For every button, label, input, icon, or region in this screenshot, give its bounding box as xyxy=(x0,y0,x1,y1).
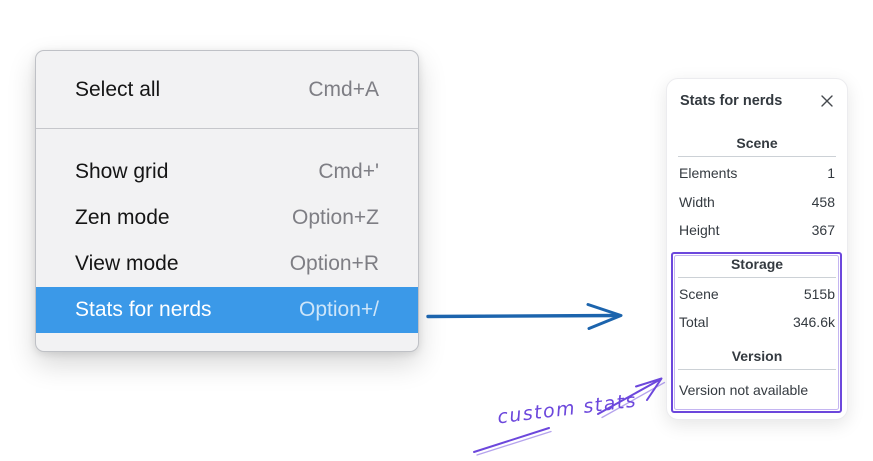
section-title-version: Version xyxy=(731,347,783,364)
menu-item-label: Stats for nerds xyxy=(75,298,212,321)
menu-item-label: Show grid xyxy=(75,160,169,183)
section-divider xyxy=(678,156,836,157)
stat-value: 346.6k xyxy=(792,314,835,331)
stat-row: Scene 515b xyxy=(677,280,837,309)
section-title-storage: Storage xyxy=(730,255,784,272)
stat-label: Height xyxy=(679,222,720,239)
stat-label: Total xyxy=(679,314,709,331)
stat-row: Total 346.6k xyxy=(677,308,837,337)
menu-item-label: Select all xyxy=(75,78,161,101)
section-divider xyxy=(678,276,836,278)
stats-panel-title: Stats for nerds xyxy=(680,93,783,109)
stat-row: Width 458 xyxy=(677,188,837,217)
blue-arrow xyxy=(426,303,623,330)
close-icon xyxy=(821,95,833,107)
menu-item-view-mode[interactable]: View mode Option+R xyxy=(36,241,418,287)
menu-item-shortcut: Cmd+' xyxy=(318,160,379,183)
menu-item-label: View mode xyxy=(75,252,179,275)
version-note: Version not available xyxy=(679,381,809,398)
menu-item-shortcut: Option+Z xyxy=(292,206,379,229)
menu-item-select-all[interactable]: Select all Cmd+A xyxy=(36,67,418,113)
menu-section-bottom: Show grid Cmd+' Zen mode Option+Z View m… xyxy=(36,129,418,351)
custom-stats-annotation-label: custom stats xyxy=(496,389,639,429)
menu-separator xyxy=(36,128,418,129)
menu-item-stats-for-nerds[interactable]: Stats for nerds Option+/ xyxy=(36,287,418,333)
menu-item-show-grid[interactable]: Show grid Cmd+' xyxy=(36,149,418,195)
stat-value: 1 xyxy=(827,165,835,182)
stat-value: 367 xyxy=(811,222,835,239)
stat-row: Height 367 xyxy=(677,216,837,245)
menu-section-top: Select all Cmd+A xyxy=(36,51,418,128)
stats-panel: Stats for nerds Scene Elements 1 Width 4… xyxy=(666,78,848,420)
menu-item-shortcut: Option+R xyxy=(289,252,379,275)
menu-item-zen-mode[interactable]: Zen mode Option+Z xyxy=(36,195,418,241)
menu-item-label: Zen mode xyxy=(75,206,170,229)
stat-value: 458 xyxy=(811,193,835,210)
menu-item-shortcut: Cmd+A xyxy=(308,78,379,101)
stat-label: Scene xyxy=(679,285,719,302)
menu-item-shortcut: Option+/ xyxy=(299,298,379,321)
stat-label: Elements xyxy=(679,165,738,182)
section-divider xyxy=(678,368,836,370)
stat-label: Width xyxy=(679,193,715,210)
close-button[interactable] xyxy=(819,93,835,109)
stat-row: Elements 1 xyxy=(677,159,837,188)
section-title-scene: Scene xyxy=(736,135,778,151)
stat-value: 515b xyxy=(803,285,835,302)
stats-panel-header: Stats for nerds xyxy=(677,89,837,111)
context-menu: Select all Cmd+A Show grid Cmd+' Zen mod… xyxy=(35,50,419,352)
